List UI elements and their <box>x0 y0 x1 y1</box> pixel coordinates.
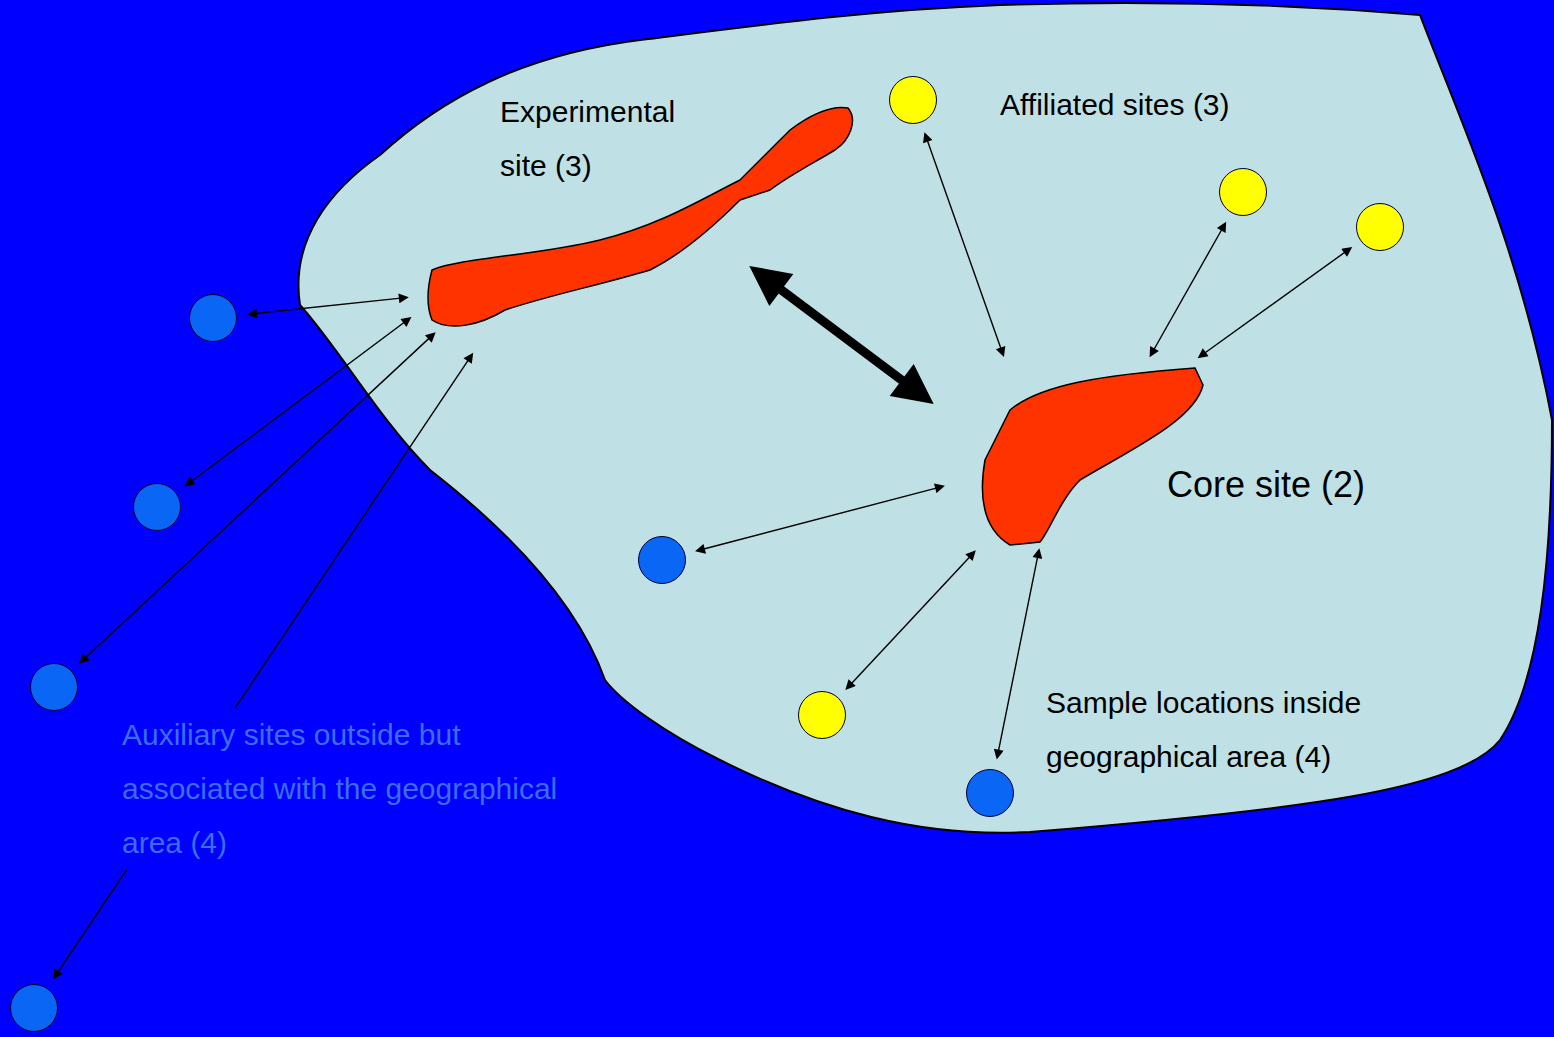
site-shape <box>428 107 852 326</box>
affiliated-site <box>798 691 846 739</box>
connector-arrow <box>998 556 1037 752</box>
site-outline <box>428 104 858 334</box>
connector-arrow <box>775 285 908 385</box>
site-shape <box>982 368 1203 545</box>
site-label: Core site (2) <box>1167 463 1365 506</box>
connector-arrow <box>85 338 430 659</box>
connector-arrow <box>57 359 468 973</box>
auxiliary-site <box>30 663 78 711</box>
auxiliary-site <box>10 984 58 1032</box>
connector-arrow <box>1204 252 1346 354</box>
connector-arrow <box>255 298 401 313</box>
auxiliary-site <box>189 294 237 342</box>
connector-arrow <box>927 140 1001 350</box>
affiliated-site <box>1219 168 1267 216</box>
experimental-site: Experimental site (3) <box>428 104 858 334</box>
connector-arrow <box>703 488 937 549</box>
core-site: Core site (2) <box>980 365 1205 547</box>
connector-arrow <box>1154 229 1223 351</box>
sample-location <box>966 769 1014 817</box>
affiliated-site <box>1356 203 1404 251</box>
site-outline <box>980 365 1205 547</box>
group-label: Affiliated sites (3) <box>1000 78 1230 132</box>
site-label: Experimental site (3) <box>500 85 700 193</box>
connector-arrow <box>851 556 971 684</box>
affiliated-site <box>889 76 937 124</box>
group-label: Sample locations inside geographical are… <box>1046 676 1506 784</box>
auxiliary-site <box>133 483 181 531</box>
connector-arrow <box>191 322 405 482</box>
sample-location <box>638 536 686 584</box>
group-label: Auxiliary sites outside but associated w… <box>122 708 572 870</box>
